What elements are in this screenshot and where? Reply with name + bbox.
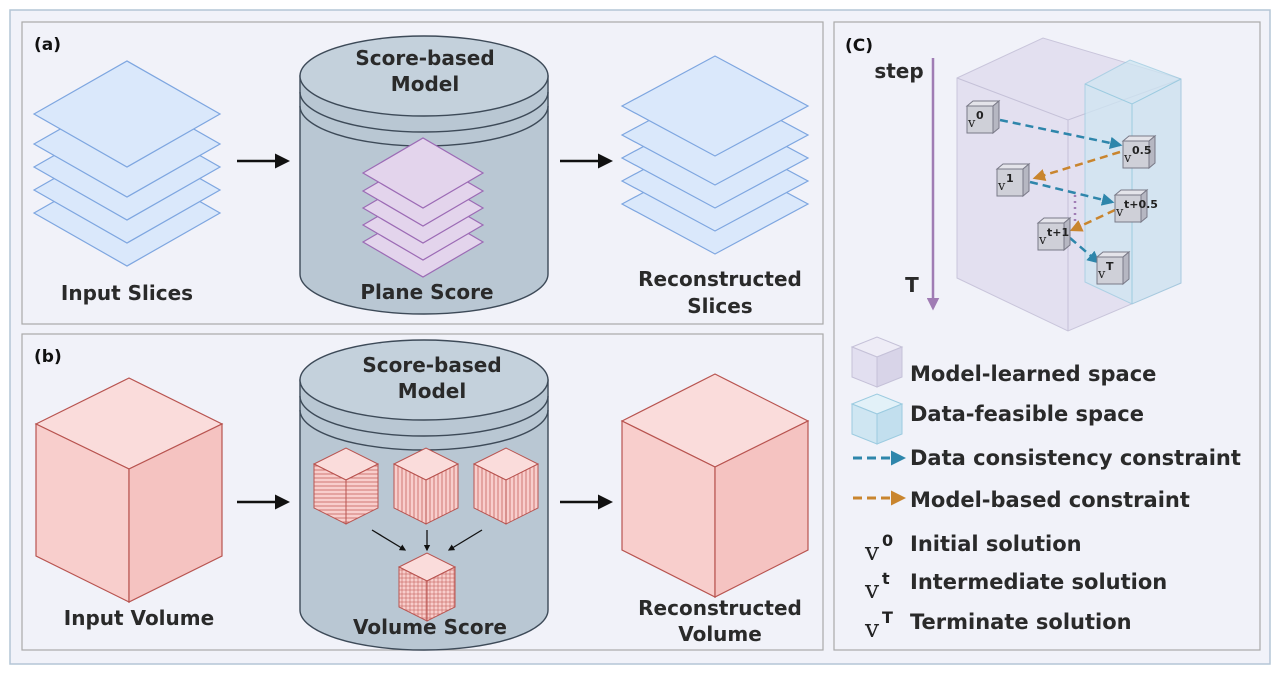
legend-initial-label: Initial solution [910, 532, 1082, 556]
data-constraint-arrow-1 [999, 118, 1123, 150]
plane-score-label: Plane Score [360, 280, 493, 304]
cylinder-top [299, 35, 549, 117]
node-symbol: v [1097, 267, 1106, 282]
plane-score-slice [361, 137, 485, 209]
model-title-line1-a: Score-based [355, 46, 494, 70]
reconstructed-volume-label-line2: Volume [678, 622, 762, 646]
solution-node: v0.5 [1121, 134, 1157, 170]
legend-model-constraint-label: Model-based constraint [910, 488, 1190, 512]
input-volume-label: Input Volume [64, 606, 214, 630]
solution-node: v0 [965, 99, 1001, 135]
cylinder-top [299, 339, 549, 421]
node-superscript: t+1 [1047, 226, 1069, 239]
solution-node: vt+1 [1036, 216, 1072, 252]
legend-initial-symbol: v [864, 537, 880, 566]
solution-node: vT [1095, 250, 1131, 286]
legend-intermediate-sup: t [882, 569, 890, 588]
input-slices-label: Input Slices [61, 281, 193, 305]
legend-terminate-sup: T [882, 608, 893, 627]
volume-score-cube [397, 552, 457, 622]
model-title-line2-b: Model [398, 379, 466, 403]
model-constraint-arrow-1 [1032, 150, 1121, 182]
cylinder-band [299, 395, 549, 437]
panel-b-tag: (b) [34, 347, 62, 367]
legend-model-space-label: Model-learned space [910, 362, 1156, 386]
score-cube-coronal [392, 447, 460, 525]
reconstructed-slice [620, 55, 810, 157]
node-superscript: 0 [976, 109, 984, 122]
panel-a: (a) Input Slices Score-based Model Plane… [21, 21, 824, 325]
solution-node: v1 [995, 162, 1031, 198]
node-superscript: T [1106, 260, 1114, 273]
legend-intermediate-label: Intermediate solution [910, 570, 1167, 594]
node-superscript: 1 [1006, 172, 1014, 185]
legend-intermediate-symbol: v [864, 575, 880, 604]
panel-a-tag: (a) [34, 35, 61, 55]
reconstructed-volume-cube [620, 373, 810, 598]
model-title-line1-b: Score-based [362, 353, 501, 377]
panel-b: (b) Input Volume Score-based Model Volum… [21, 333, 824, 651]
score-cube-axial [312, 447, 380, 525]
data-constraint-arrow-2 [1029, 180, 1115, 206]
plane-score-stack [361, 137, 485, 278]
score-cube-sagittal [472, 447, 540, 525]
legend-data-space-label: Data-feasible space [910, 402, 1144, 426]
data-constraint-arrow-3 [1069, 237, 1100, 264]
input-slice [32, 60, 222, 168]
volume-score-cubes [312, 447, 540, 622]
node-symbol: v [1123, 151, 1132, 166]
legend-data-space-swatch [850, 393, 904, 445]
arrow-cube3-to-score [447, 529, 483, 551]
node-symbol: v [997, 179, 1006, 194]
legend-model-space-swatch [850, 336, 904, 388]
panel-c-tag: (C) [845, 36, 873, 56]
volume-score-label: Volume Score [353, 615, 507, 639]
input-volume-cube [34, 377, 224, 603]
node-superscript: 0.5 [1132, 144, 1152, 157]
model-constraint-arrow-2 [1069, 208, 1116, 232]
cylinder-band [299, 91, 549, 133]
legend-initial-sup: 0 [882, 531, 893, 550]
reconstructed-slices-label-line2: Slices [687, 294, 752, 318]
input-slices-stack [32, 60, 222, 267]
step-terminal-label: T [905, 273, 919, 297]
node-symbol: v [967, 116, 976, 131]
reconstructed-slices-label-line1: Reconstructed [638, 267, 802, 291]
node-superscript: t+0.5 [1124, 198, 1158, 211]
model-title-line2-a: Model [391, 72, 459, 96]
legend: Model-learned space Data-feasible space … [850, 336, 1241, 643]
solution-node: vt+0.5 [1113, 188, 1158, 224]
reconstructed-volume-label-line1: Reconstructed [638, 596, 802, 620]
arrow-cube1-to-score [371, 529, 407, 551]
legend-terminate-symbol: v [864, 614, 880, 643]
node-symbol: v [1115, 205, 1124, 220]
step-axis-label: step [874, 59, 923, 83]
reconstructed-slices-stack [620, 55, 810, 255]
node-symbol: v [1038, 233, 1047, 248]
legend-data-constraint-label: Data consistency constraint [910, 446, 1241, 470]
legend-terminate-label: Terminate solution [910, 610, 1132, 634]
